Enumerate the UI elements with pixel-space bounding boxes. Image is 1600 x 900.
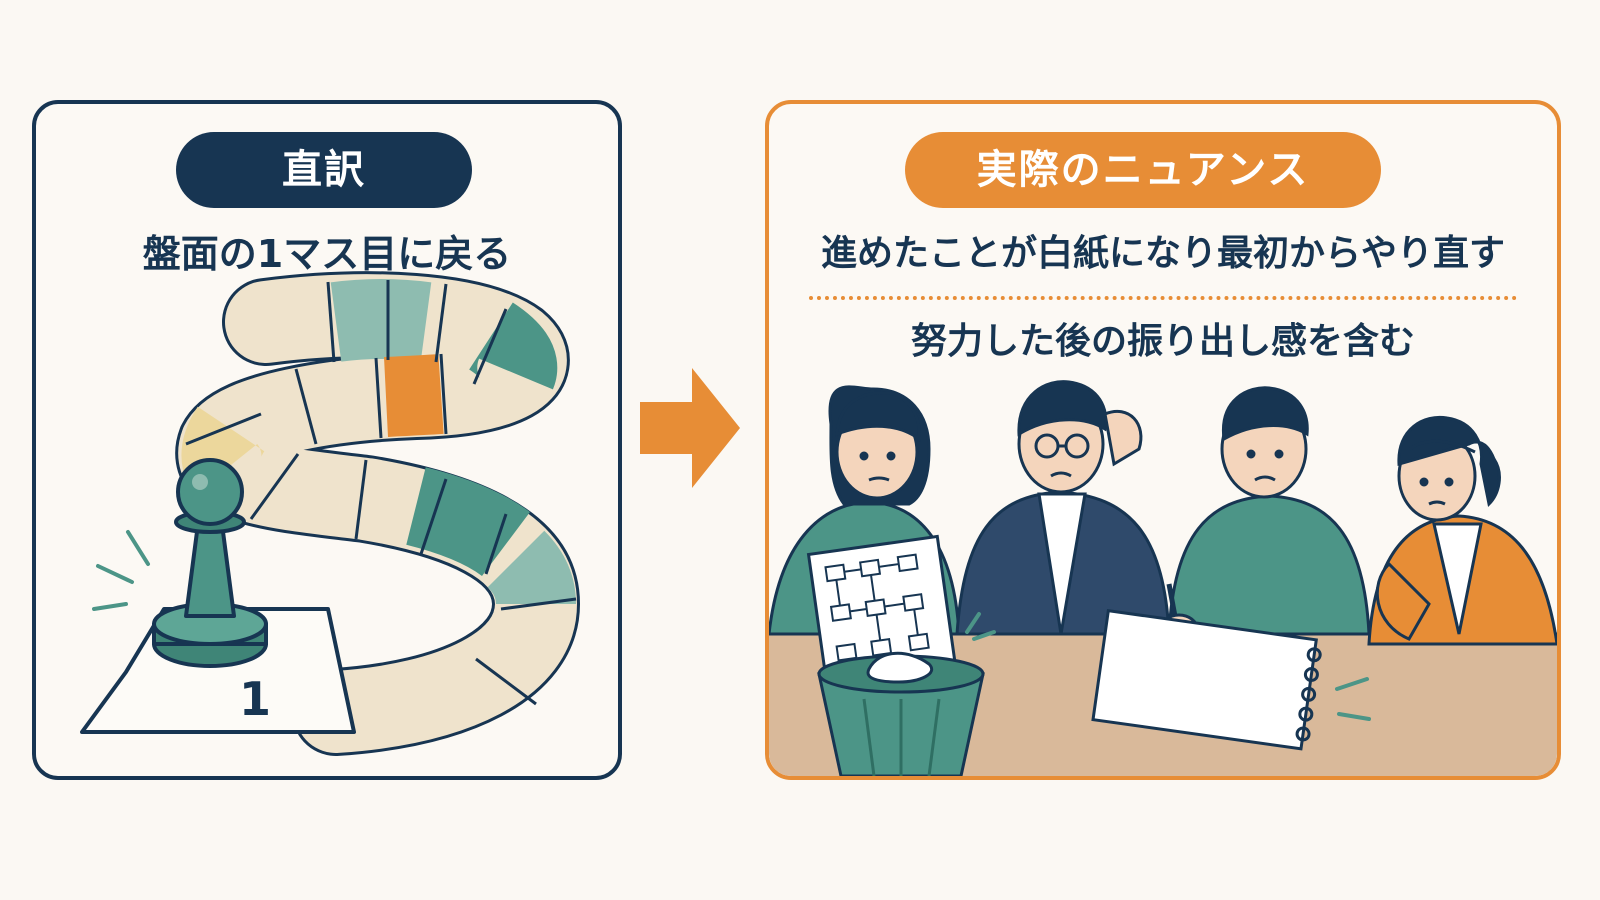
- pawn-piece: [152, 458, 268, 668]
- blank-notebook: [1091, 608, 1322, 751]
- board-space-teal: [405, 467, 530, 577]
- dotted-divider: [809, 296, 1517, 300]
- actual-nuance-panel: 実際のニュアンス 進めたことが白紙になり最初からやり直す 努力した後の振り出し感…: [765, 100, 1561, 780]
- literal-translation-badge: 直訳: [176, 132, 472, 208]
- literal-translation-caption: 盤面の1マス目に戻る: [142, 232, 512, 276]
- woman-resting-chin: [1367, 415, 1557, 646]
- actual-nuance-caption-2: 努力した後の振り出し感を含む: [910, 321, 1415, 362]
- literal-translation-panel: 直訳 盤面の1マス目に戻る: [32, 100, 622, 780]
- man-writing: [1159, 386, 1371, 650]
- board-space-orange: [384, 354, 444, 437]
- start-square-number: 1: [238, 672, 271, 726]
- board-space-teal: [468, 302, 558, 390]
- board-space-teal: [330, 279, 432, 362]
- man-with-glasses-scratching-head: [955, 380, 1171, 636]
- trash-can: [817, 651, 985, 776]
- impact-marks: [92, 530, 150, 611]
- notebook-emphasis-marks: [965, 612, 1371, 721]
- actual-nuance-caption-1: 進めたことが白紙になり最初からやり直す: [820, 233, 1505, 274]
- actual-nuance-badge: 実際のニュアンス: [905, 132, 1381, 208]
- board-game-illustration: [80, 271, 581, 756]
- team-restart-illustration: [769, 380, 1557, 776]
- board-space-dividers: [185, 280, 577, 706]
- board-space-teal-light: [486, 530, 576, 606]
- right-arrow-icon: [640, 368, 740, 488]
